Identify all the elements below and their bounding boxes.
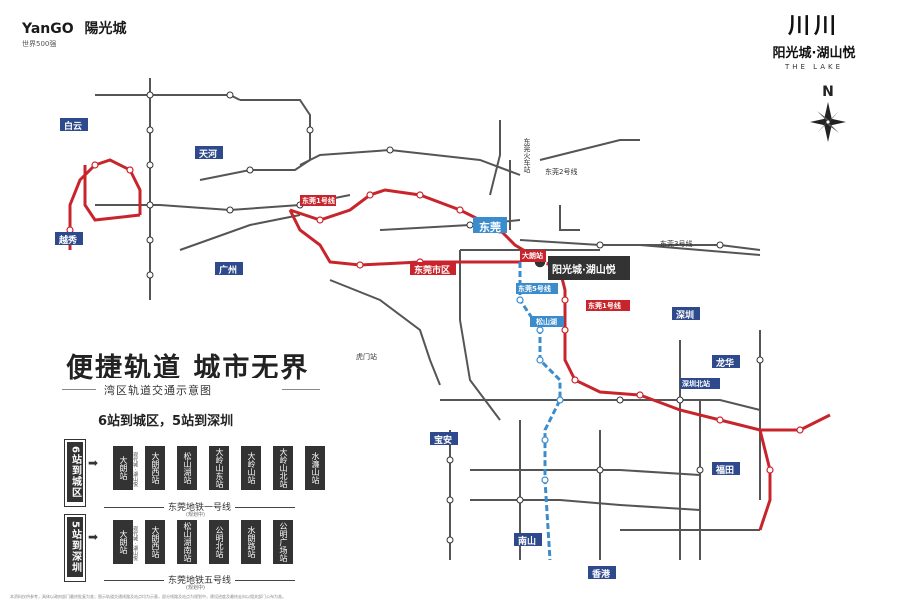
- station-note: 现代城 · 湖山悦: [132, 526, 138, 561]
- station-box: 松山湖南站: [177, 520, 197, 564]
- callout-project: 阳光城·湖山悦: [552, 265, 616, 276]
- row2-line-name: 东莞地铁五号线: [168, 576, 232, 586]
- compass-icon: N: [808, 84, 848, 148]
- compass-rose-icon: [810, 102, 846, 142]
- district-tianhe: 天河: [199, 150, 218, 160]
- district-dongguan-city: 东莞市区: [414, 266, 451, 276]
- callout-humen: 虎门站: [356, 353, 377, 361]
- station-box: 大朗站: [113, 446, 133, 490]
- district-shenzhen: 深圳: [676, 311, 695, 321]
- district-yuexiu: 越秀: [59, 236, 78, 246]
- station-box: 大朗西站: [145, 520, 165, 564]
- station-box: 公明北站: [209, 520, 229, 564]
- developer-cn-name: 陽光城: [84, 21, 127, 37]
- row2-line-label: 东莞地铁五号线: [100, 573, 299, 586]
- row2-line-note: (规划中): [186, 585, 205, 591]
- footnote: 本资料仅供参考，具体以政府部门最终批复为准；图示轨道交通线路及站点均为示意，部分…: [10, 594, 286, 599]
- row2-arrow-icon: ➡: [88, 530, 99, 544]
- callout-dg-line2: 东莞2号线: [545, 168, 578, 176]
- station-box: 水朗路站: [241, 520, 261, 564]
- district-dongguan: 东莞: [479, 221, 501, 234]
- blue-rail-line-5: [518, 262, 562, 561]
- district-nanshan: 南山: [518, 537, 537, 547]
- station-note: 现代城 · 湖山悦: [132, 452, 138, 487]
- row1-line-note: (规划中): [186, 512, 205, 518]
- project-logo: 川川 阳光城·湖山悦 THE LAKE: [754, 8, 874, 71]
- callout-dg-line5: 东莞5号线: [518, 285, 551, 293]
- district-guangzhou: 广州: [219, 266, 238, 276]
- summary-text: 6站到城区，5站到深圳: [98, 414, 234, 429]
- developer-logo: YanGO 陽光城 世界500强: [22, 18, 127, 49]
- callout-dongguan-east: 东莞火车站: [523, 138, 531, 173]
- developer-tagline: 世界500强: [22, 40, 57, 48]
- station-box: 公明广场站: [273, 520, 293, 564]
- callout-shenzhen-north: 深圳北站: [682, 380, 710, 388]
- station-box: 大岭山北站: [273, 446, 293, 490]
- station-dots: [146, 91, 764, 544]
- row1-arrow-icon: ➡: [88, 456, 99, 470]
- dalang-station-box: [520, 250, 546, 262]
- callout-dg-line3: 东莞3号线: [660, 240, 693, 248]
- north-label: N: [822, 84, 834, 100]
- row1-label: 6站到城区: [67, 442, 83, 502]
- row1-line-label: 东莞地铁一号线: [100, 500, 299, 513]
- station-box: 大朗西站: [145, 446, 165, 490]
- district-baiyun: 白云: [64, 122, 83, 132]
- station-box: 大岭山东站: [209, 446, 229, 490]
- project-name: 阳光城·湖山悦: [772, 46, 856, 61]
- district-longhua: 龙华: [716, 359, 735, 369]
- station-box: 松山湖站: [177, 446, 197, 490]
- district-xianggang: 香港: [592, 570, 611, 580]
- district-baoan: 宝安: [434, 436, 453, 446]
- callout-dalang-station: 大朗站: [522, 252, 543, 260]
- red-rail-lines: [68, 158, 831, 531]
- project-en-name: THE LAKE: [784, 63, 844, 71]
- callout-dg-line1: 东莞1号线: [302, 197, 335, 205]
- subhead: 湾区轨道交通示意图: [104, 384, 212, 397]
- row2-label: 5站到深圳: [67, 517, 83, 577]
- blue-station-dots: [516, 296, 564, 484]
- callout-dg-line1-b: 东莞1号线: [588, 302, 621, 310]
- station-box: 大朗站: [113, 520, 133, 564]
- project-callout-box: [548, 256, 630, 280]
- row1-line-name: 东莞地铁一号线: [168, 503, 232, 513]
- station-box: 水濂山站: [305, 446, 325, 490]
- district-songshanhu: 松山湖: [536, 318, 557, 326]
- station-box: 大岭山站: [241, 446, 261, 490]
- project-logo-mark: 川川: [787, 14, 840, 39]
- developer-logo-text: YanGO: [22, 21, 74, 37]
- district-futian: 福田: [716, 466, 735, 476]
